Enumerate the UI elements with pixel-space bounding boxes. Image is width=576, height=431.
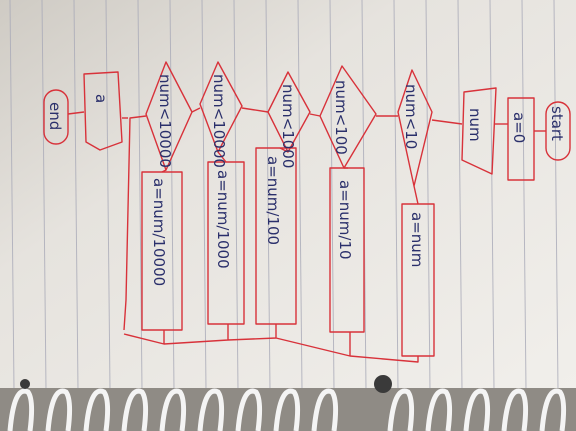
notebook-page xyxy=(0,0,576,390)
connector-cond4-cond5 xyxy=(191,107,201,113)
spiral-binding xyxy=(7,388,567,431)
decision-2-label: num<100 xyxy=(332,80,350,155)
connector-assign-returns xyxy=(123,324,419,363)
connector-cond5-loop xyxy=(123,115,147,331)
connector-cond2-cond3 xyxy=(309,113,321,117)
assign-1-label: a=num xyxy=(408,212,426,267)
input-label: num xyxy=(466,108,484,142)
flowchart-outlines xyxy=(43,61,571,363)
assign-4-label: a=num/1000 xyxy=(214,170,232,269)
assign-5-label: a=num/10000 xyxy=(150,178,168,286)
ruled-lines xyxy=(9,0,559,391)
output-box xyxy=(83,71,123,151)
output-label: a xyxy=(92,94,110,103)
end-label: end xyxy=(46,102,64,130)
connector-output-end xyxy=(67,111,85,115)
input-box xyxy=(461,87,497,175)
init-box xyxy=(507,97,535,181)
decision-5-label: num<10000 xyxy=(156,74,174,168)
end-terminal xyxy=(43,89,69,145)
binding-holes xyxy=(20,375,392,393)
assign-3-label: a=num/100 xyxy=(264,156,282,245)
decision-3-label: num<1000 xyxy=(279,84,297,168)
decision-1-label: num<10 xyxy=(402,84,420,149)
connector-input-cond1 xyxy=(431,119,463,125)
assign-2-label: a=num/10 xyxy=(336,180,354,260)
start-label: start xyxy=(548,106,566,141)
init-label: a=0 xyxy=(510,112,528,143)
decision-4-label: num<10000 xyxy=(210,74,228,168)
connector-cond3-cond4 xyxy=(241,107,269,113)
